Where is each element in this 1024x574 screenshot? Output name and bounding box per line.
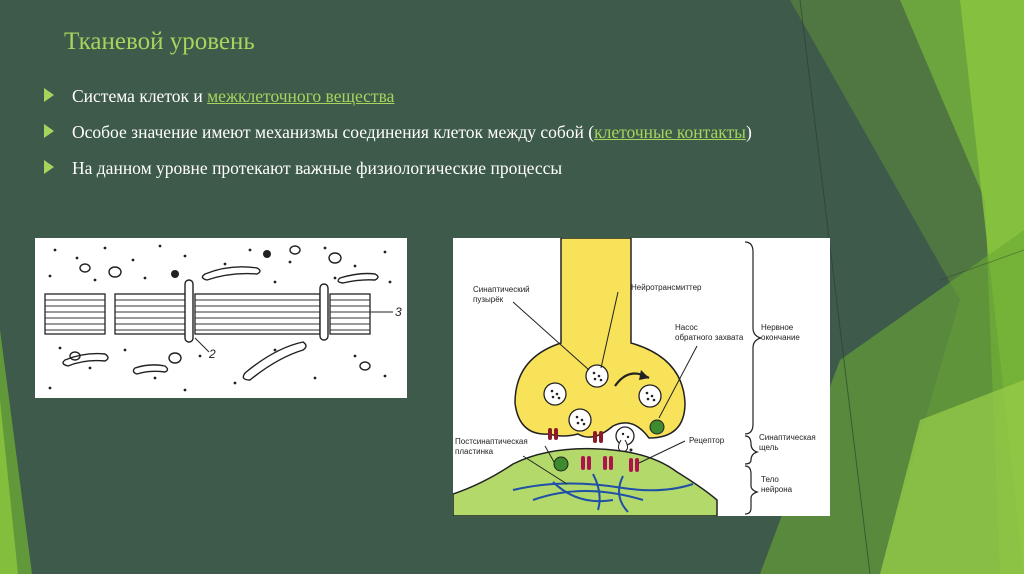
label-neuron-body: Тело нейрона xyxy=(761,475,793,494)
bullet-text: На данном уровне протекают важные физиол… xyxy=(72,158,563,178)
synapse-figure: Синаптический пузырёк Нейротрансмиттер Н… xyxy=(452,237,830,517)
label-synaptic-cleft: Синаптическая щель xyxy=(759,433,818,452)
bullet-item-2: Особое значение имеют механизмы соединен… xyxy=(44,120,834,144)
bullet-item-3: На данном уровне протекают важные физиол… xyxy=(44,156,834,180)
label-postsynaptic-plate: Постсинаптическая пластинка xyxy=(455,437,530,456)
bullet-item-1: Система клеток и межклеточного вещества xyxy=(44,84,834,108)
label-reuptake-pump: Насос обратного захвата xyxy=(675,323,744,342)
vesicle xyxy=(638,384,662,408)
nerve-terminal xyxy=(514,237,686,439)
link-intercellular-substance[interactable]: межклеточного вещества xyxy=(207,86,395,106)
bullet-list: Система клеток и межклеточного вещества … xyxy=(44,84,834,192)
label-2: 2 xyxy=(208,347,216,361)
bullet-text: Особое значение имеют механизмы соединен… xyxy=(72,122,595,142)
bullet-arrow-icon xyxy=(44,160,54,174)
vesicle xyxy=(585,364,609,388)
label-vesicle: Синаптический пузырёк xyxy=(473,285,532,304)
bullet-arrow-icon xyxy=(44,124,54,138)
slide-title: Тканевой уровень xyxy=(64,28,255,55)
reuptake-pump xyxy=(649,419,665,435)
bullet-tail: ) xyxy=(745,122,752,142)
neuron-body xyxy=(452,447,718,517)
vesicle xyxy=(543,382,567,406)
label-3: 3 xyxy=(395,305,402,319)
vesicle xyxy=(568,408,592,432)
label-neurotransmitter: Нейротрансмиттер xyxy=(631,283,702,292)
link-cell-contacts[interactable]: клеточные контакты xyxy=(594,122,746,142)
bullet-text: Система клеток и xyxy=(72,86,208,106)
label-receptor: Рецептор xyxy=(689,436,725,445)
bullet-arrow-icon xyxy=(44,88,54,102)
label-nerve-ending: Нервное окончание xyxy=(761,323,800,342)
cell-junction-figure: 3 2 xyxy=(35,238,407,398)
